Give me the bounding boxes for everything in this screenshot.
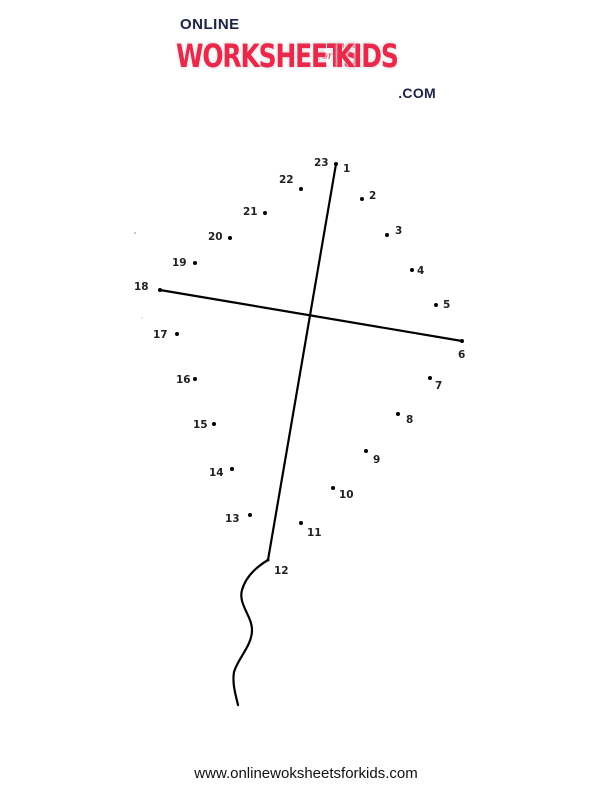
dot-label-4: 4 <box>417 265 425 277</box>
site-logo: ONLINE WORKSHEETS for KIDS .COM <box>172 14 440 108</box>
dot-12 <box>266 558 270 562</box>
dot-9 <box>364 449 368 453</box>
kite-vertical-spar <box>266 162 338 562</box>
dot-label-9: 9 <box>373 454 381 466</box>
footer-website-url: www.onlinewoksheetsforkids.com <box>194 765 418 782</box>
logo-for-text: for <box>318 51 333 62</box>
dot-label-3: 3 <box>395 225 403 237</box>
stray-speck <box>134 232 136 234</box>
dot-6 <box>460 339 464 343</box>
dot-17 <box>175 332 179 336</box>
dot-21 <box>263 211 267 215</box>
dot-label-17: 17 <box>153 329 168 341</box>
logo-com-text: .COM <box>398 85 436 101</box>
dot-label-12: 12 <box>274 565 289 577</box>
dot-7 <box>428 376 432 380</box>
dot-4 <box>410 268 414 272</box>
dot-label-19: 19 <box>172 257 187 269</box>
dot-label-7: 7 <box>435 380 443 392</box>
dot-label-20: 20 <box>208 231 223 243</box>
stray-speck <box>141 317 143 319</box>
dot-label-22: 22 <box>279 174 294 186</box>
dot-label-5: 5 <box>443 299 451 311</box>
dot-22 <box>299 187 303 191</box>
kite-horizontal-spar <box>158 288 464 343</box>
dot-label-6: 6 <box>458 349 466 361</box>
logo-main-wordmark: WORKSHEETS for KIDS <box>176 36 405 76</box>
dot-15 <box>212 422 216 426</box>
logo-kids-text: KIDS <box>334 37 399 75</box>
dot-label-8: 8 <box>406 414 414 426</box>
dot-14 <box>230 467 234 471</box>
dot-1-23 <box>334 162 338 166</box>
dot-2 <box>360 197 364 201</box>
dot-10 <box>331 486 335 490</box>
dot-19 <box>193 261 197 265</box>
dot-18 <box>158 288 162 292</box>
dot-label-15: 15 <box>193 419 208 431</box>
dot-label-16: 16 <box>176 374 191 386</box>
dot-16 <box>193 377 197 381</box>
dot-label-2: 2 <box>369 190 377 202</box>
dot-label-13: 13 <box>225 513 240 525</box>
dot-label-10: 10 <box>339 489 354 501</box>
dot-label-23: 23 <box>314 157 329 169</box>
dot-20 <box>228 236 232 240</box>
kite-tail <box>232 558 270 707</box>
logo-online-text: ONLINE <box>180 16 240 33</box>
dot-13 <box>248 513 252 517</box>
dot-11 <box>299 521 303 525</box>
dot-label-11: 11 <box>307 527 322 539</box>
dot-5 <box>434 303 438 307</box>
dot-label-14: 14 <box>209 467 224 479</box>
dot-8 <box>396 412 400 416</box>
dot-label-21: 21 <box>243 206 258 218</box>
dot-3 <box>385 233 389 237</box>
dot-label-18: 18 <box>134 281 149 293</box>
dot-label-1: 1 <box>343 163 351 175</box>
